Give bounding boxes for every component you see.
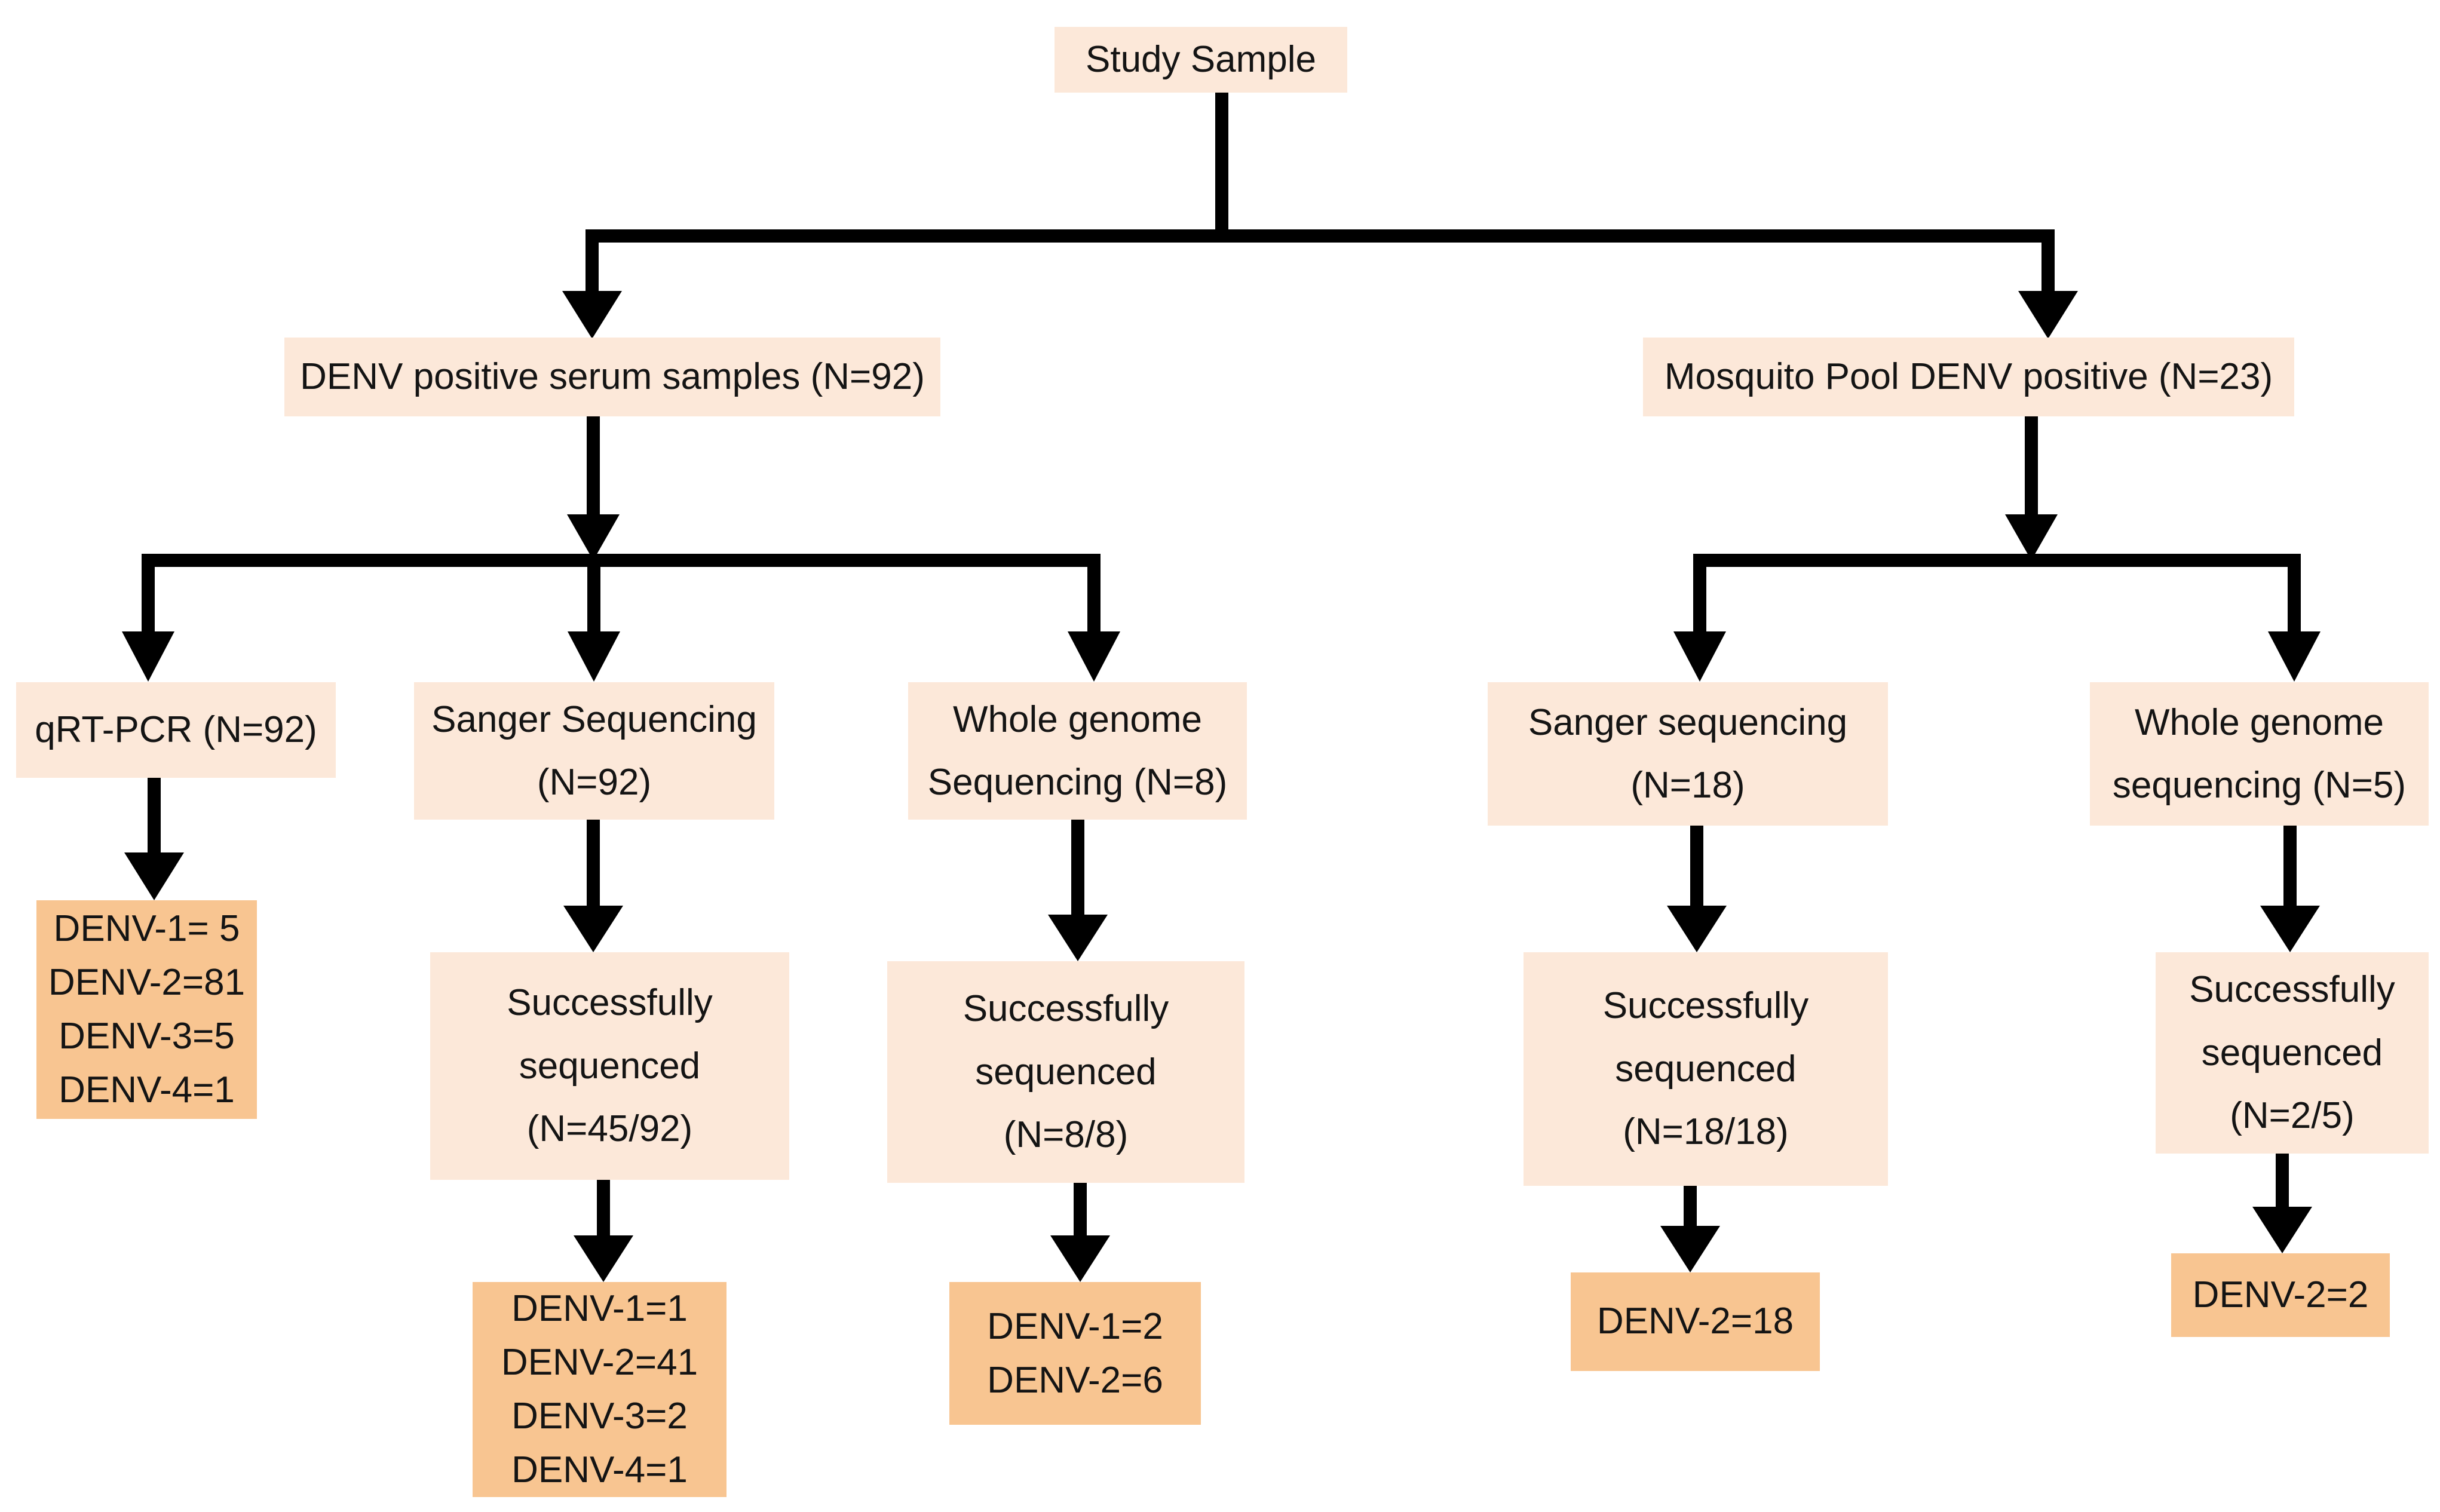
- node-successfully-sequenced-wgs-serum: Successfully sequenced (N=8/8): [887, 961, 1244, 1183]
- node-qrt-pcr-serotype-results: DENV-1= 5 DENV-2=81 DENV-3=5 DENV-4=1: [36, 900, 257, 1119]
- node-whole-genome-sequencing-serum: Whole genome Sequencing (N=8): [908, 682, 1247, 820]
- node-sanger-sequencing-serum: Sanger Sequencing (N=92): [414, 682, 774, 820]
- node-study-sample: Study Sample: [1055, 27, 1347, 93]
- node-successfully-sequenced-sanger-mosquito: Successfully sequenced (N=18/18): [1524, 952, 1888, 1186]
- node-denv-positive-serum-samples: DENV positive serum samples (N=92): [284, 338, 940, 416]
- node-qrt-pcr: qRT-PCR (N=92): [16, 682, 336, 778]
- node-whole-genome-sequencing-mosquito: Whole genome sequencing (N=5): [2090, 682, 2429, 826]
- node-sanger-sequencing-mosquito: Sanger sequencing (N=18): [1488, 682, 1888, 826]
- connector-stems: [142, 90, 2301, 1237]
- node-successfully-sequenced-wgs-mosquito: Successfully sequenced (N=2/5): [2156, 952, 2429, 1154]
- node-wgs-serum-serotype-results: DENV-1=2 DENV-2=6: [949, 1282, 1201, 1425]
- node-mosquito-pool-denv-positive: Mosquito Pool DENV positive (N=23): [1643, 338, 2294, 416]
- node-wgs-mosquito-serotype-results: DENV-2=2: [2171, 1253, 2390, 1337]
- node-sanger-serum-serotype-results: DENV-1=1 DENV-2=41 DENV-3=2 DENV-4=1: [473, 1282, 727, 1497]
- node-successfully-sequenced-sanger-serum: Successfully sequenced (N=45/92): [430, 952, 789, 1180]
- node-sanger-mosquito-serotype-results: DENV-2=18: [1571, 1272, 1820, 1371]
- arrow-heads: [122, 291, 2321, 1282]
